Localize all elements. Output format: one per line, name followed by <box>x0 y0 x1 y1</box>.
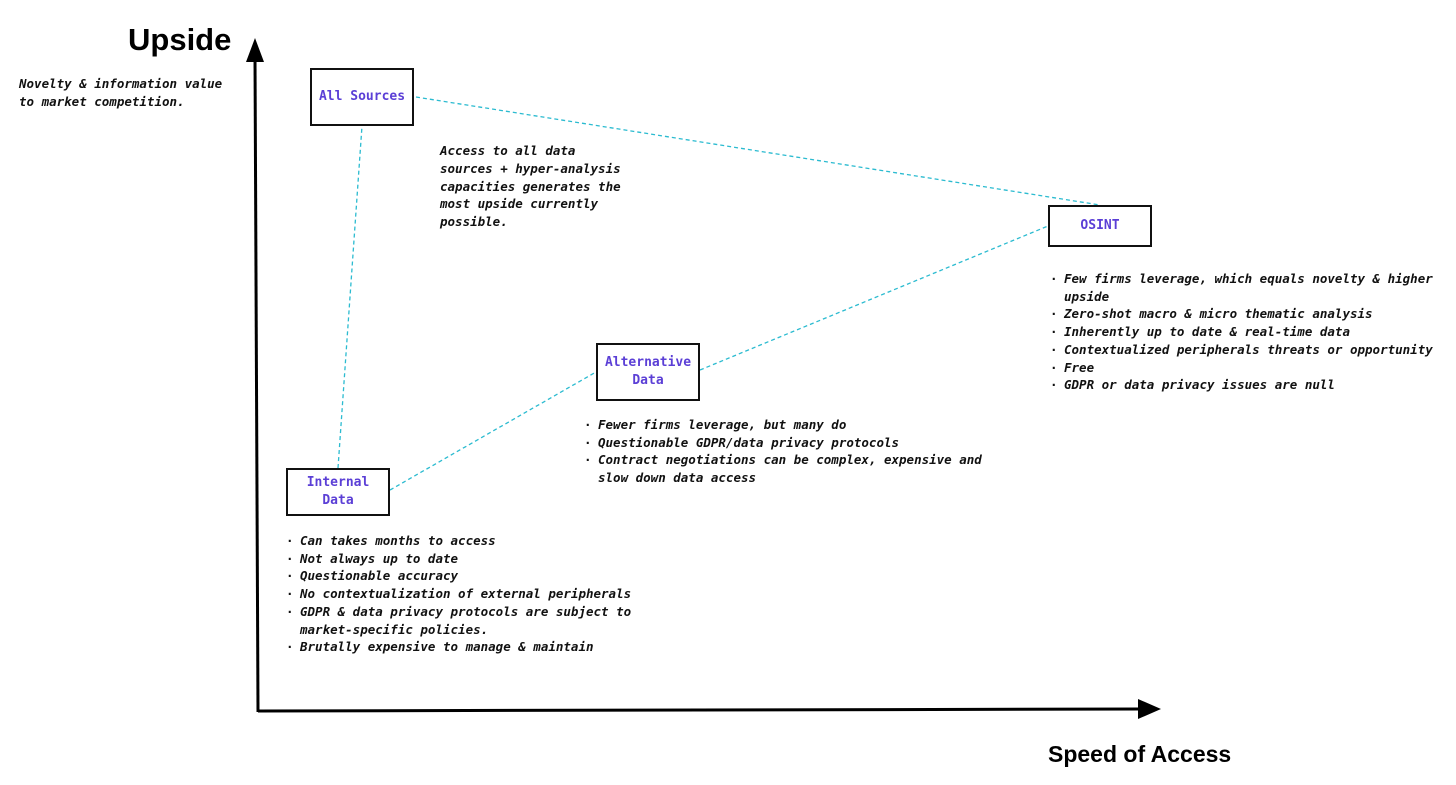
internal-data-bullet-list: Can takes months to access Not always up… <box>286 532 631 656</box>
x-axis-title: Speed of Access <box>1048 741 1232 767</box>
node-label: Data <box>322 493 354 508</box>
y-axis-arrowhead <box>246 38 264 62</box>
node-label: All Sources <box>318 89 406 104</box>
bullet-item: Questionable accuracy <box>286 567 631 585</box>
bullet-text: Contextualized peripherals threats or op… <box>1064 341 1433 357</box>
bullet-text: market-specific policies. <box>300 621 489 637</box>
osint-bullet-list: Few firms leverage, which equals novelty… <box>1050 270 1433 394</box>
bullet-text: Not always up to date <box>300 550 459 566</box>
connector-internal-to-all-sources <box>337 125 363 469</box>
bullet-item: GDPR or data privacy issues are null <box>1050 376 1433 394</box>
node-label: OSINT <box>1080 218 1120 233</box>
x-axis-arrowhead <box>1138 699 1161 719</box>
bullet-item: GDPR & data privacy protocols are subjec… <box>286 603 631 638</box>
node-label: Alternative <box>604 355 692 370</box>
bullet-item: Fewer firms leverage, but many do <box>584 416 982 434</box>
bullet-text: slow down data access <box>598 470 757 486</box>
node-label: Data <box>632 373 664 388</box>
connector-internal-to-alternative <box>389 371 597 491</box>
alternative-data-bullet-list: Fewer firms leverage, but many do Questi… <box>584 416 982 487</box>
node-label: Internal <box>306 475 370 490</box>
y-axis-description-line: to market competition. <box>19 93 185 109</box>
bullet-text: Brutally expensive to manage & maintain <box>300 639 594 655</box>
bullet-text: GDPR & data privacy protocols are subjec… <box>300 603 632 619</box>
bullet-item: Inherently up to date & real-time data <box>1050 323 1433 341</box>
bullet-text: Free <box>1064 359 1095 375</box>
bullet-text: Can takes months to access <box>300 533 496 548</box>
bullet-item: Can takes months to access <box>286 532 631 550</box>
bullet-text: Questionable accuracy <box>300 568 459 584</box>
note-line: capacities generates the <box>440 178 621 194</box>
bullet-text: Few firms leverage, which equals novelty… <box>1064 271 1433 286</box>
bullet-item: Contract negotiations can be complex, ex… <box>584 451 982 486</box>
note-line: sources + hyper-analysis <box>440 160 621 176</box>
node-all-sources[interactable]: All Sources <box>310 68 414 126</box>
node-internal-data[interactable]: Internal Data <box>286 468 390 516</box>
y-axis <box>253 57 260 713</box>
x-axis <box>257 707 1143 713</box>
node-osint[interactable]: OSINT <box>1048 205 1152 247</box>
bullet-text: GDPR or data privacy issues are null <box>1064 377 1335 393</box>
y-axis-description-line: Novelty & information value <box>19 76 223 91</box>
bullet-text: Contract negotiations can be complex, ex… <box>598 452 982 468</box>
bullet-item: Not always up to date <box>286 550 631 568</box>
y-axis-title: Upside <box>128 22 232 57</box>
bullet-text: Fewer firms leverage, but many do <box>598 417 847 432</box>
connector-alternative-to-osint <box>699 225 1049 371</box>
connector-all-sources-to-osint <box>415 96 1101 206</box>
bullet-item: Questionable GDPR/data privacy protocols <box>584 434 982 452</box>
bullet-text: upside <box>1064 288 1110 304</box>
bullet-item: No contextualization of external periphe… <box>286 585 631 603</box>
bullet-item: Zero-shot macro & micro thematic analysi… <box>1050 305 1433 323</box>
bullet-item: Contextualized peripherals threats or op… <box>1050 341 1433 359</box>
bullet-text: Zero-shot macro & micro thematic analysi… <box>1064 306 1373 322</box>
bullet-text: Questionable GDPR/data privacy protocols <box>598 434 900 450</box>
bullet-item: Free <box>1050 359 1433 377</box>
bullet-item: Few firms leverage, which equals novelty… <box>1050 270 1433 305</box>
note-line: possible. <box>440 214 508 230</box>
bullet-text: No contextualization of external periphe… <box>300 586 632 602</box>
bullet-text: Inherently up to date & real-time data <box>1064 324 1350 340</box>
bullet-item: Brutally expensive to manage & maintain <box>286 638 631 656</box>
note-line: Access to all data <box>440 143 576 158</box>
all-sources-note: Access to all data sources + hyper-analy… <box>440 142 621 231</box>
node-alternative-data[interactable]: Alternative Data <box>596 343 700 401</box>
note-line: most upside currently <box>440 196 599 212</box>
y-axis-description: Novelty & information value to market co… <box>19 75 222 111</box>
